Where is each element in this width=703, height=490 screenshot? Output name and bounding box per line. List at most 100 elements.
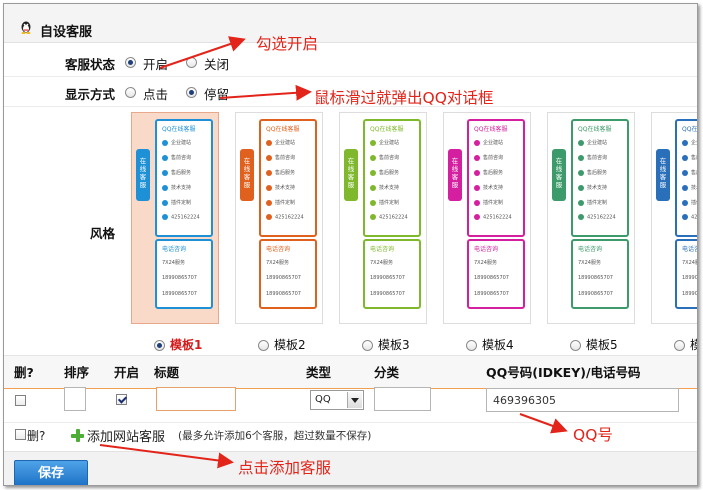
preview-item: 技术支持 (162, 184, 191, 191)
template-label[interactable]: 模板1 (170, 338, 203, 352)
preview-item: 售后服务 (682, 169, 697, 176)
template-radio[interactable] (570, 340, 581, 351)
preview-tab-text: 在线客服 (451, 157, 459, 189)
preview-phone-item: 7X24服务 (370, 260, 393, 266)
status-label: 客服状态 (65, 57, 116, 72)
preview-item: 技术支持 (370, 184, 399, 191)
add-delete-checkbox[interactable] (15, 429, 26, 440)
add-delete-label: 删? (27, 429, 46, 443)
save-button[interactable]: 保存 (14, 460, 88, 485)
preview-phone-item: 18990865707 (474, 291, 509, 297)
preview-item: 企业建站 (474, 139, 503, 146)
template-label[interactable]: 模板5 (586, 338, 618, 352)
template-label[interactable]: 模 (690, 336, 697, 353)
preview-tab-text: 在线客服 (347, 157, 355, 189)
preview-header: QQ在线客服 (474, 126, 508, 133)
preview-item: 售后服务 (578, 169, 607, 176)
template-label[interactable]: 模板2 (274, 338, 306, 352)
preview-tab-text: 在线客服 (659, 157, 667, 189)
preview-phone-item: 18990865707 (162, 275, 197, 281)
preview-tab-text: 在线客服 (243, 157, 251, 189)
type-select[interactable]: QQ (310, 390, 364, 410)
template-radio[interactable] (154, 340, 165, 351)
preview-item: 425162224 (474, 214, 512, 221)
title-input[interactable] (156, 387, 236, 411)
col-delete: 删? (14, 365, 34, 380)
style-label: 风格 (90, 226, 116, 241)
annotation-arrows (99, 36, 568, 469)
preview-phone-item: 18990865707 (682, 291, 698, 297)
template-radio[interactable] (258, 340, 269, 351)
annotation-click-add: 点击添加客服 (238, 459, 332, 477)
status-off-label[interactable]: 关闭 (204, 57, 230, 72)
preview-header: QQ在线客服 (578, 126, 612, 133)
preview-phone-item: 18990865707 (578, 291, 613, 297)
template-radio[interactable] (362, 340, 373, 351)
preview-item: 插件定制 (474, 199, 503, 206)
plus-icon[interactable] (71, 429, 84, 442)
preview-item: 企业建站 (162, 139, 191, 146)
col-type: 类型 (306, 365, 332, 380)
add-service-link[interactable]: 添加网站客服 (87, 430, 166, 445)
template-label[interactable]: 模板3 (378, 338, 410, 352)
preview-tab (552, 149, 566, 201)
preview-phone-item: 18990865707 (578, 275, 613, 281)
display-click-label[interactable]: 点击 (143, 87, 169, 102)
preview-item: 425162224 (370, 214, 408, 221)
preview-phone-box: 电话咨询 7X24服务 18990865707 18990865707 (467, 239, 525, 309)
preview-item: 插件定制 (682, 199, 697, 206)
preview-phone-header: 电话咨询 (474, 246, 499, 253)
annotation-qq-number: QQ号 (573, 426, 613, 444)
preview-item: 插件定制 (370, 199, 399, 206)
annotation-hover-popup: 鼠标滑过就弹出QQ对话框 (314, 89, 494, 107)
status-on-radio[interactable] (125, 57, 136, 68)
order-input[interactable] (64, 387, 86, 411)
divider (4, 106, 697, 107)
preview-phone-item: 7X24服务 (578, 260, 601, 266)
preview-item: 售后服务 (370, 169, 399, 176)
preview-item: 425162224 (682, 214, 697, 221)
preview-item: 企业建站 (266, 139, 295, 146)
preview-tab-text: 在线客服 (139, 157, 147, 189)
chevron-down-icon[interactable] (347, 392, 362, 408)
arrow-hover-popup (219, 84, 312, 101)
preview-phone-item: 18990865707 (682, 275, 698, 281)
preview-tab (136, 149, 150, 201)
preview-phone-item: 7X24服务 (474, 260, 497, 266)
preview-phone-item: 18990865707 (474, 275, 509, 281)
row-enabled-checkbox[interactable] (116, 394, 127, 405)
template-radio[interactable] (674, 340, 685, 351)
display-hover-radio[interactable] (186, 87, 197, 98)
template-radio[interactable] (466, 340, 477, 351)
preview-phone-item: 18990865707 (370, 291, 405, 297)
type-select-value: QQ (315, 394, 331, 405)
row-delete-checkbox[interactable] (15, 395, 26, 406)
template-preview[interactable]: 在线客服QQ在线客服企业建站售前咨询售后服务技术支持插件定制425162224电… (651, 112, 698, 324)
arrow-check-open (159, 36, 246, 69)
display-click-radio[interactable] (125, 87, 136, 98)
preview-header: QQ在线客服 (682, 126, 698, 133)
template-label[interactable]: 模板4 (482, 338, 514, 352)
qq-input[interactable]: 469396305 (486, 388, 679, 412)
preview-item: 售后服务 (162, 169, 191, 176)
preview-item: 425162224 (162, 214, 200, 221)
category-input[interactable] (374, 387, 431, 411)
preview-item: 技术支持 (682, 184, 697, 191)
col-title: 标题 (154, 365, 180, 380)
qq-penguin-icon (21, 21, 31, 34)
preview-phone-item: 7X24服务 (682, 260, 697, 266)
add-limit-note: (最多允许添加6个客服，超过数量不保存) (178, 430, 372, 442)
preview-tab (240, 149, 254, 201)
table-header (4, 355, 697, 389)
col-category: 分类 (374, 365, 400, 380)
